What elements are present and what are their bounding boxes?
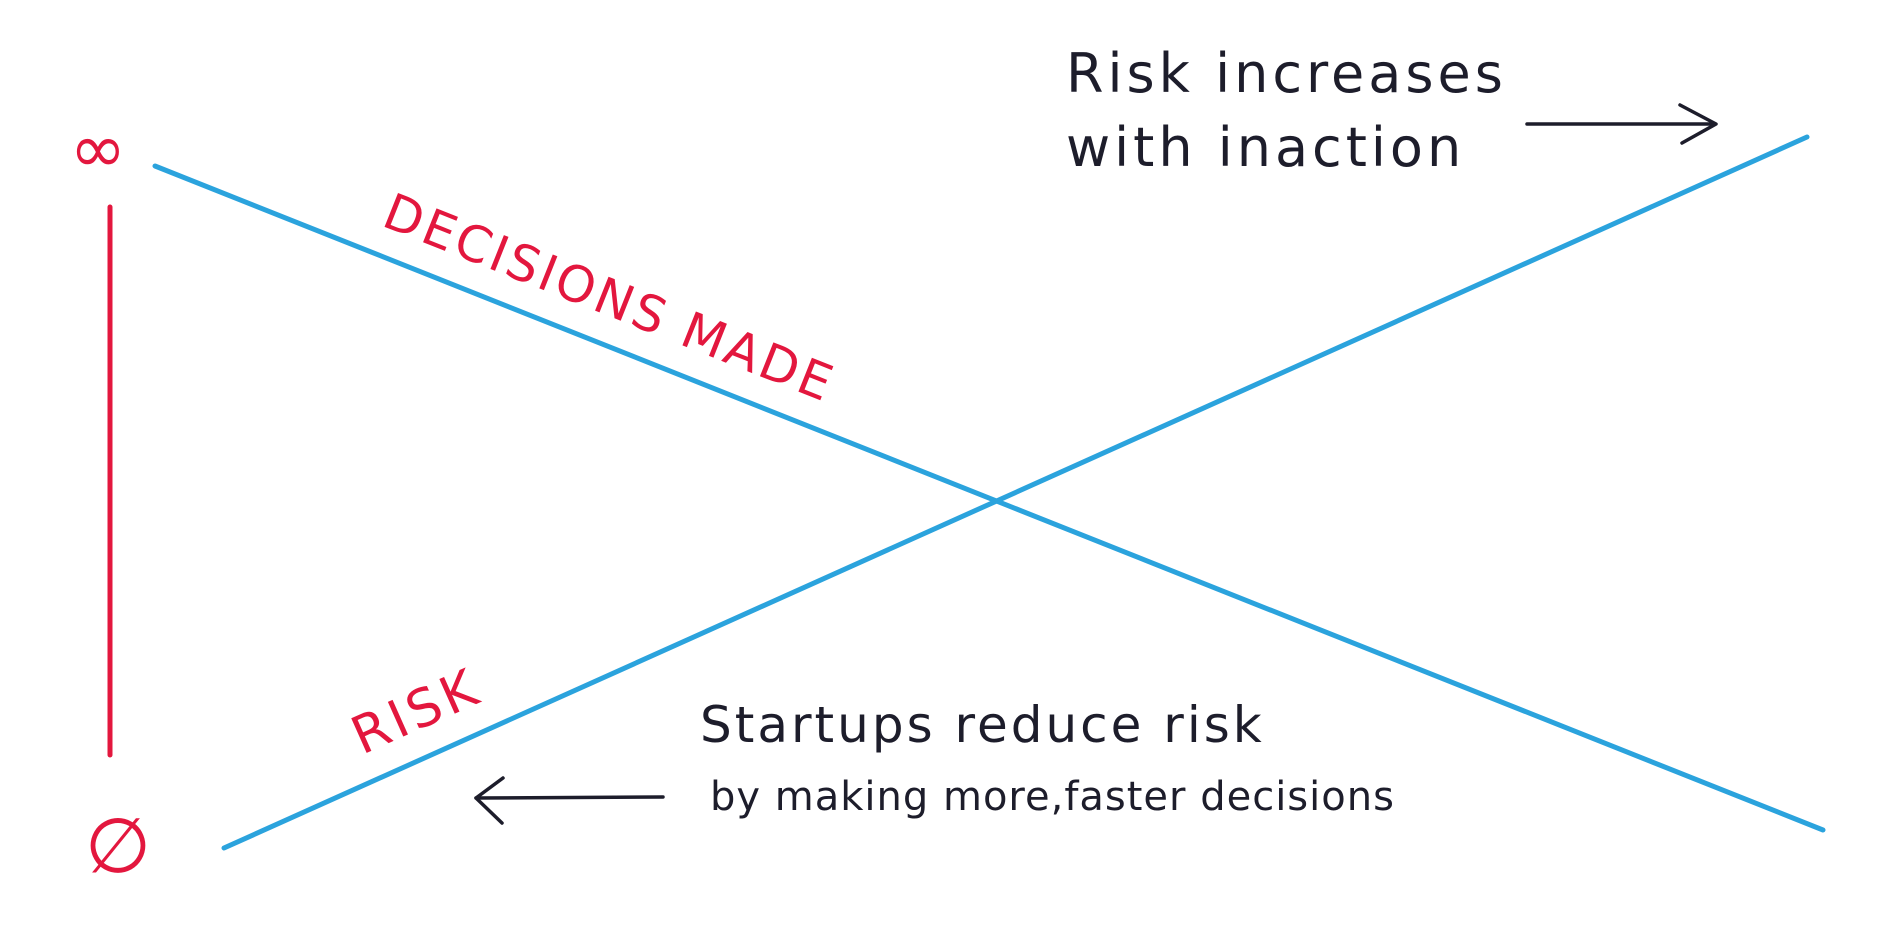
risk-label: RISK xyxy=(343,657,490,767)
risk-line xyxy=(221,134,1810,851)
note-startups-reduce-risk: Startups reduce risk xyxy=(700,696,1265,754)
note-with-inaction: with inaction xyxy=(1066,116,1465,179)
scale-bottom-symbol: ∅ xyxy=(85,801,151,890)
note-risk-increases: Risk increases xyxy=(1066,42,1507,105)
left-arrow-icon xyxy=(474,776,665,825)
decisions-made-line xyxy=(152,163,1826,833)
note-making-faster-decisions: by making more,faster decisions xyxy=(710,774,1395,820)
right-arrow-icon xyxy=(1525,103,1718,145)
decisions-made-label: DECISIONS MADE xyxy=(376,182,843,413)
scale-top-symbol: ∞ xyxy=(70,110,127,189)
